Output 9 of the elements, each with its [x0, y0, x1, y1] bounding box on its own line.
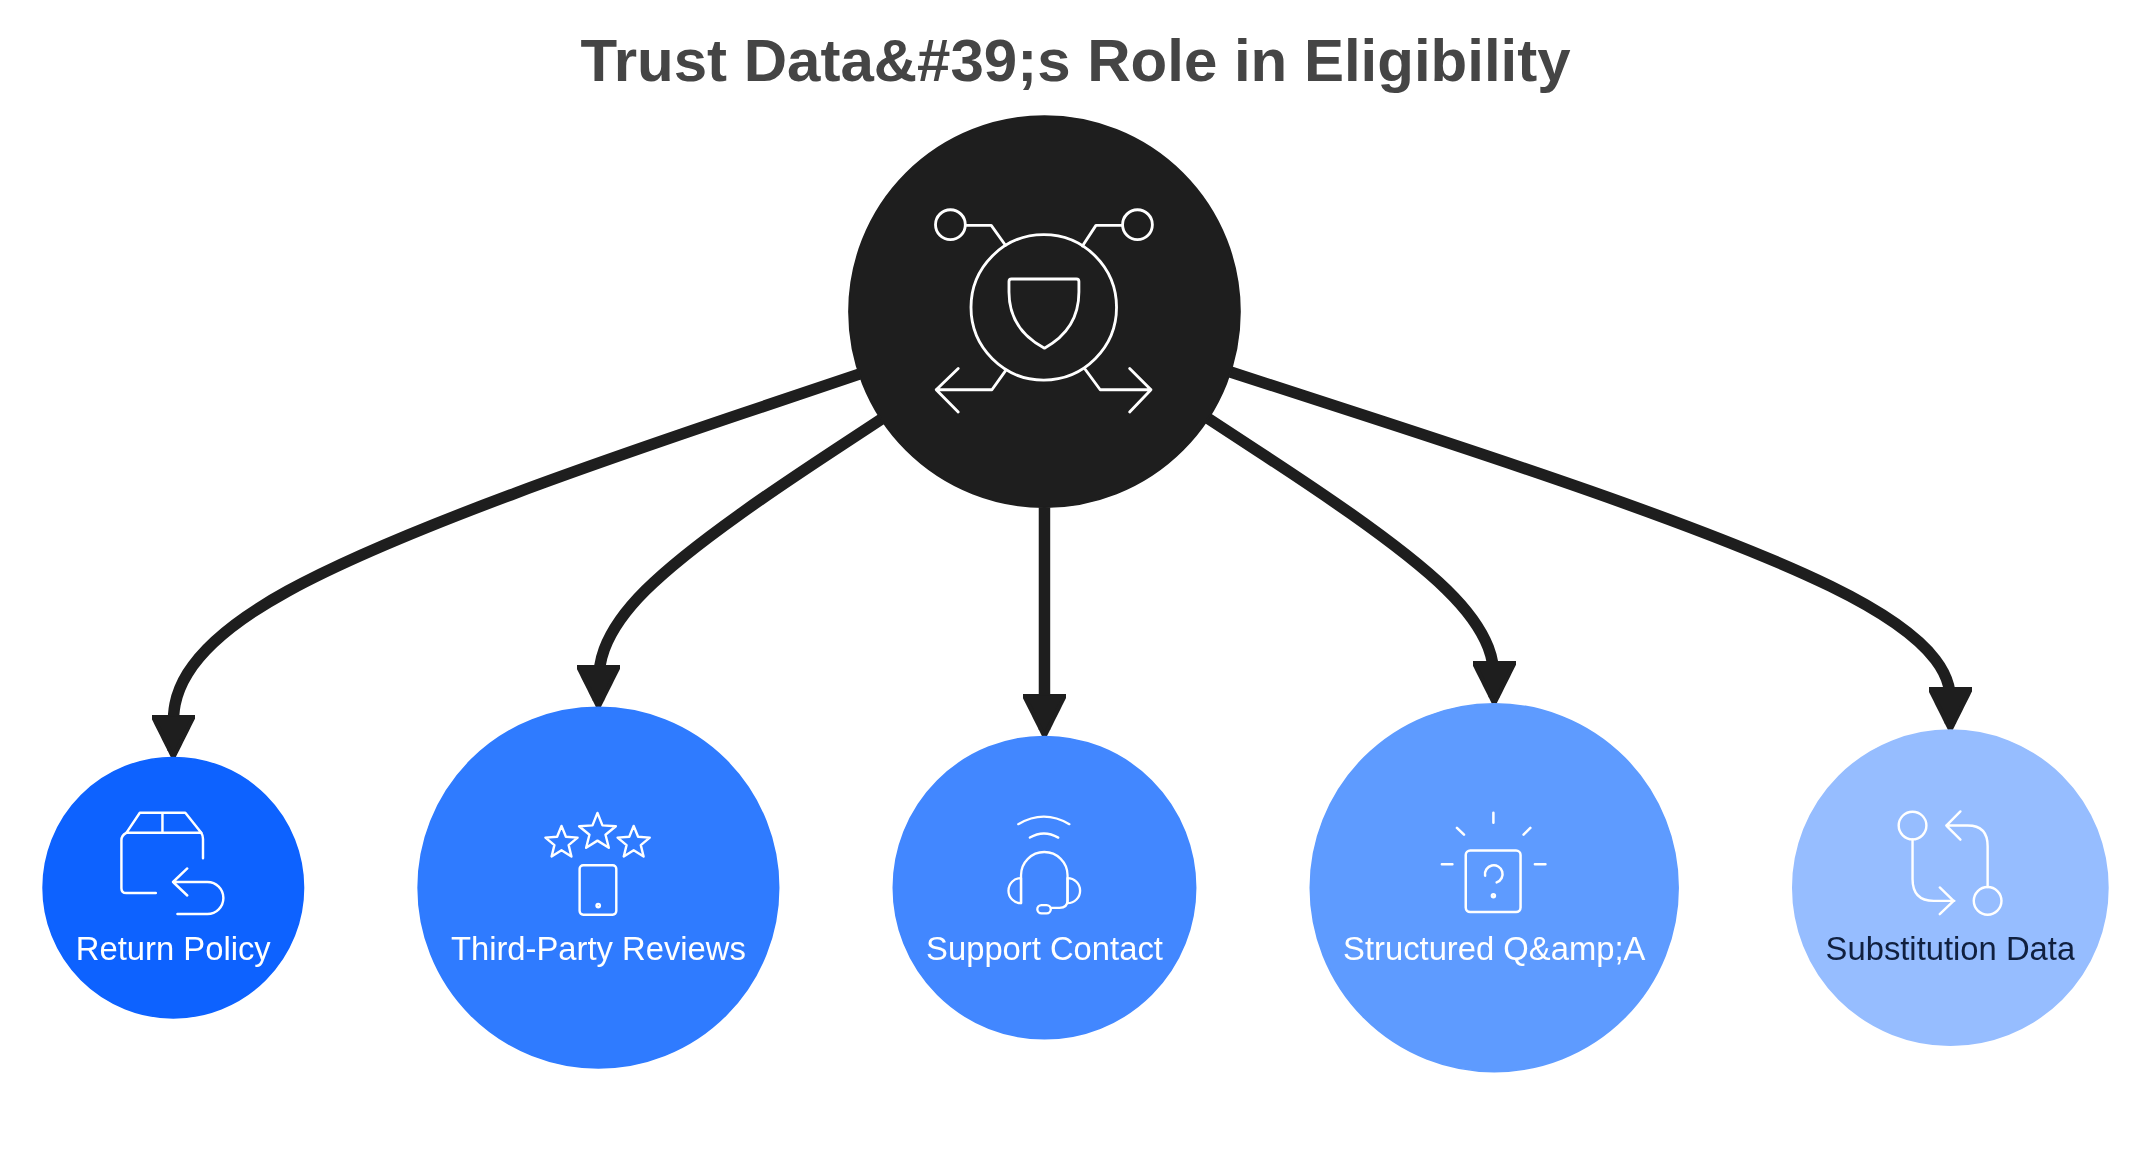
- arrow: [149, 368, 862, 760]
- circle-node: Third-Party Reviews: [417, 706, 780, 1069]
- circle-node: Structured Q&amp;A: [1309, 702, 1679, 1073]
- arrow: [1205, 413, 1518, 706]
- circle-node: Return Policy: [42, 756, 305, 1019]
- circle-node: Substitution Data: [1792, 729, 2109, 1046]
- title: Trust Data&#39;s Role in Eligibility: [579, 26, 1572, 95]
- circle-node: [848, 115, 1241, 508]
- circle-node: Support Contact: [892, 735, 1197, 1040]
